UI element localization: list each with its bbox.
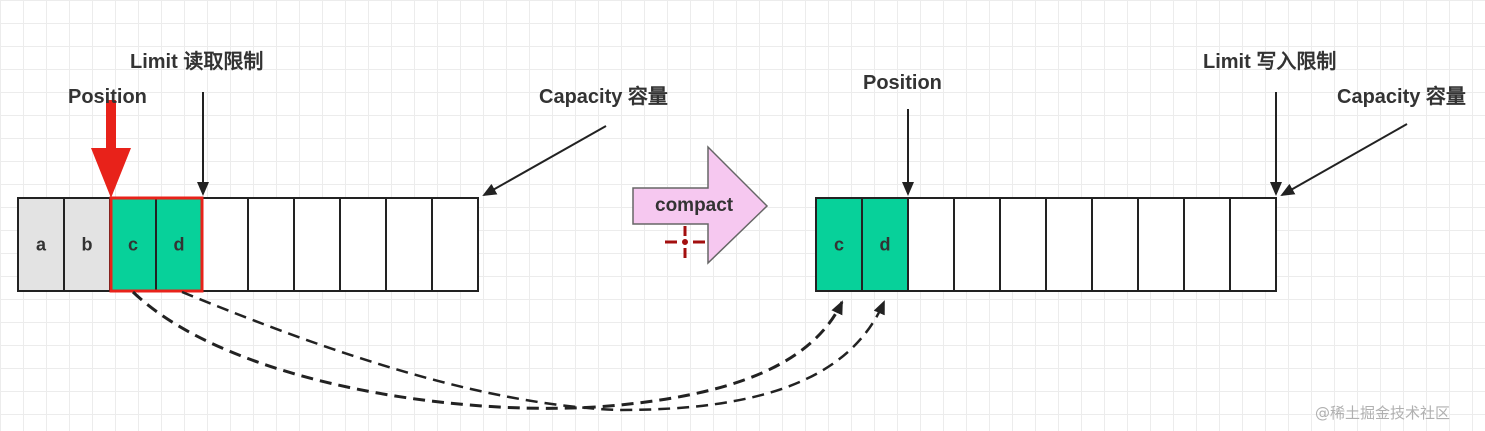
before-cell-label: d <box>174 235 185 255</box>
before-cell <box>293 197 341 292</box>
after-cell <box>953 197 1001 292</box>
before-cell <box>63 197 111 292</box>
after-cell <box>1229 197 1277 292</box>
before-cell <box>385 197 433 292</box>
after-cell-label: c <box>834 235 844 255</box>
before-cell-label: a <box>36 235 47 255</box>
after-cell <box>999 197 1047 292</box>
move-arrow-d <box>181 290 886 412</box>
compact-arrow: compact <box>632 145 769 265</box>
after-cell <box>815 197 863 292</box>
move-arrow-c <box>131 290 844 410</box>
before-cell <box>247 197 295 292</box>
capacity-pointer-before <box>482 125 607 196</box>
compact-label: compact <box>655 195 734 216</box>
capacity-pointer-after <box>1280 123 1408 196</box>
before-cell-label: c <box>128 235 138 255</box>
before-buffer: a b c d <box>17 197 479 292</box>
after-cell <box>1045 197 1093 292</box>
before-cell-label: b <box>82 235 93 255</box>
before-cell <box>17 197 65 292</box>
position-label-after: Position <box>863 72 942 94</box>
unread-highlight-box <box>109 196 204 293</box>
limit-label-after: Limit 写入限制 <box>1203 50 1336 73</box>
after-cell <box>861 197 909 292</box>
after-cell <box>1183 197 1231 292</box>
after-cell <box>1091 197 1139 292</box>
after-cell-label: d <box>880 235 891 255</box>
after-cell <box>1137 197 1185 292</box>
crosshair-cursor-icon <box>665 226 705 258</box>
position-label-before: Position <box>68 86 147 108</box>
watermark-text: @稀土掘金技术社区 <box>1315 404 1450 422</box>
before-cell <box>339 197 387 292</box>
after-cell <box>907 197 955 292</box>
capacity-label-after: Capacity 容量 <box>1337 84 1466 108</box>
before-cell <box>431 197 479 292</box>
position-pointer-red <box>91 100 131 198</box>
before-cell <box>201 197 249 292</box>
capacity-label-before: Capacity 容量 <box>539 84 668 108</box>
limit-label-before: Limit 读取限制 <box>130 49 263 73</box>
